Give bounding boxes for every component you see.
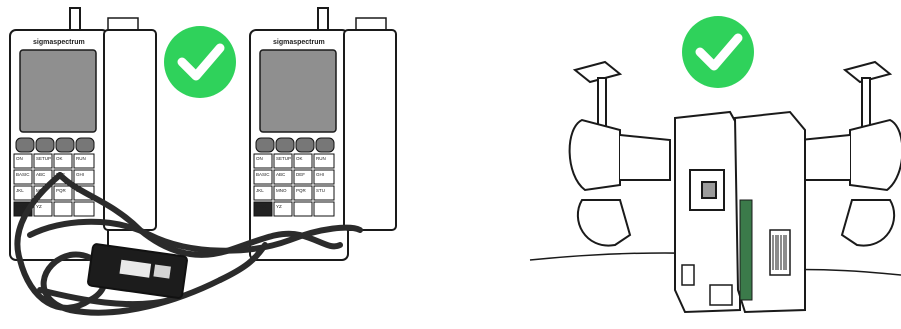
pump-2-key-label: MNO <box>276 188 287 193</box>
pump-2-key-label: ON <box>256 156 263 161</box>
pump-1-key-label: JKL <box>16 188 24 193</box>
pump-1-key-label: ABC <box>36 172 46 177</box>
left-illustration-panel: sigmaspectrum <box>0 0 440 329</box>
right-illustration-panel <box>470 0 901 329</box>
pump-2: sigmaspectrum <box>250 8 396 260</box>
pump-1-key-label: ON <box>16 156 23 161</box>
pump-1-key-label: RUN <box>76 156 86 161</box>
pump-2-key-label: PQR <box>296 188 307 193</box>
pump-1-key-label: VWX <box>16 204 26 209</box>
pump-2-key-label: YZ <box>276 204 282 209</box>
pump-1-key-label: PQR <box>56 188 67 193</box>
pump-2-key-label: VWX <box>256 204 266 209</box>
pump-2-screen <box>260 50 336 132</box>
pump-1-key-label: GHI <box>76 172 84 177</box>
pump-2-key-label: RUN <box>316 156 326 161</box>
mounted-pumps <box>675 112 805 312</box>
pump-2-key-label: BASIC <box>256 172 270 177</box>
right-pole-clamp <box>800 62 901 246</box>
pump-2-key-label: GHI <box>316 172 324 177</box>
pump-1-key-label: SETUP <box>36 156 51 161</box>
pump-1-key-label: YZ <box>36 204 42 209</box>
pump-2-key-label: OK <box>296 156 303 161</box>
pump-2-key-label: STU <box>316 188 325 193</box>
pole-mounted-pumps-illustration <box>470 0 901 329</box>
pump-2-brand: sigmaspectrum <box>273 39 325 46</box>
check-circle-icon <box>164 26 236 98</box>
pump-2-key-label: SETUP <box>276 156 291 161</box>
pump-1-screen <box>20 50 96 132</box>
pump-1-key-label: BASIC <box>16 172 30 177</box>
pump-1-brand: sigmaspectrum <box>33 39 85 46</box>
pump-2-key-label: ABC <box>276 172 286 177</box>
left-pole-clamp <box>570 62 670 246</box>
pump-2-key-label: JKL <box>256 188 264 193</box>
pump-2-key-label: DEF <box>296 172 305 177</box>
check-circle-icon <box>682 16 754 88</box>
pump-1-key-label: OK <box>56 156 63 161</box>
pumps-with-adapter-illustration: sigmaspectrum <box>0 0 440 329</box>
